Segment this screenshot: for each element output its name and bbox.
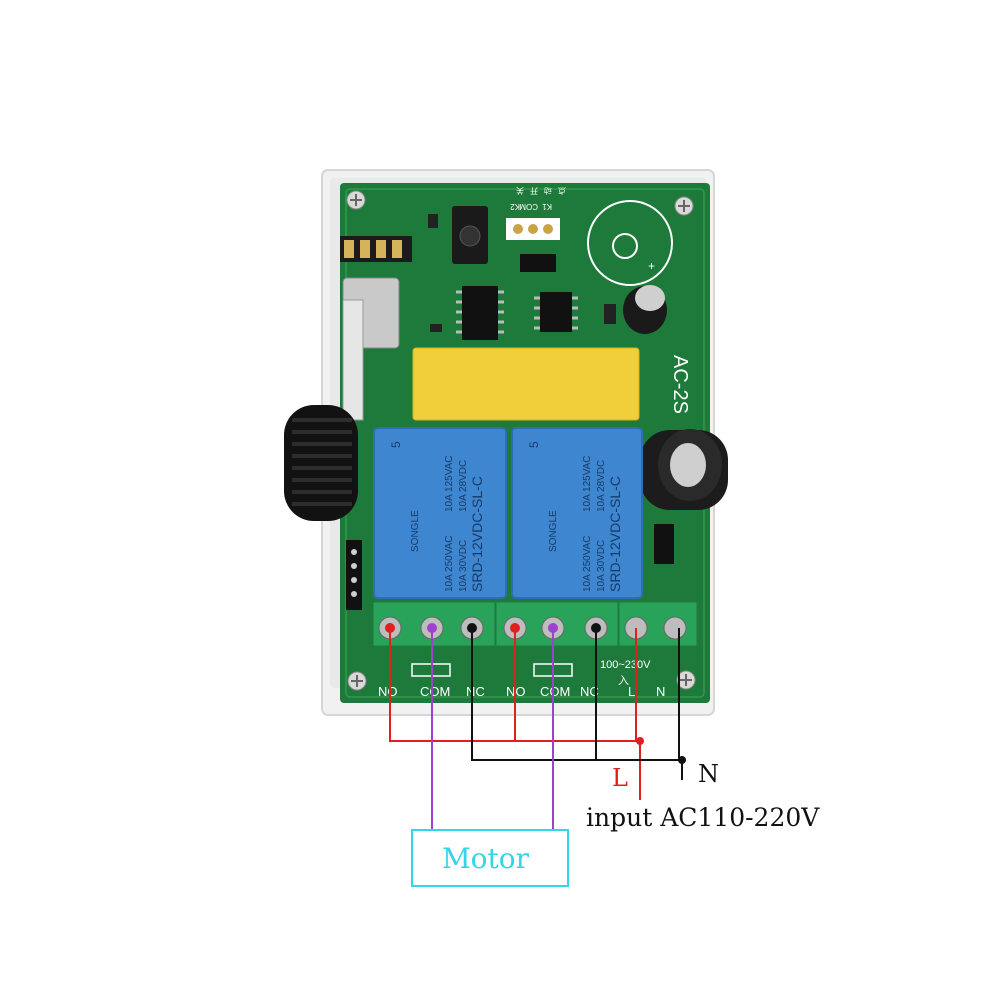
relay-2-model: SRD-12VDC-SL-C [607, 476, 623, 592]
relay-2: SRD-12VDC-SL-C 10A 250VAC 10A 125VAC 10A… [511, 427, 643, 599]
terminal-screw-8 [663, 616, 687, 640]
buzzer-outline: + [587, 200, 673, 286]
live-wire [389, 628, 641, 800]
terminal-label-no-1: NO [378, 684, 398, 699]
screw-top-right-icon [674, 196, 694, 216]
relay-2-rating-2: 10A 125VAC [582, 455, 593, 512]
jumper-top-label-4: 关 [516, 186, 524, 196]
smd-resistor [604, 304, 616, 324]
capacitor-small [623, 285, 667, 334]
wire-label-l: L [612, 764, 628, 792]
relay-1-rating-4: 10A 28VDC [458, 460, 469, 512]
motor-wire [431, 628, 554, 830]
wire-label-n: N [698, 760, 719, 788]
neutral-wire [471, 628, 683, 780]
screw-top-left-icon [346, 190, 366, 210]
relay-1-model: SRD-12VDC-SL-C [469, 476, 485, 592]
input-voltage-label: input AC110-220V [586, 803, 820, 832]
terminal-dot-nc-2 [591, 623, 601, 633]
neutral-junction-dot [678, 756, 686, 764]
jumper-top-label-3: 开 [530, 186, 538, 195]
chip-ic2 [534, 292, 578, 332]
voltage-label: 100~230V [600, 659, 651, 671]
learn-button-icon [452, 206, 488, 264]
terminal-label-com-1: COM [420, 684, 450, 699]
relay-1-rating-1: 10A 250VAC [444, 535, 455, 592]
terminal-dot-no-2 [510, 623, 520, 633]
jumper-top-label-2: 动 [544, 186, 552, 196]
relay-1-rating-3: 10A 30VDC [458, 540, 469, 592]
terminal-labels: NO COM NC NO COM NC L N [378, 684, 665, 699]
relay-2-rating-3: 10A 30VDC [596, 540, 607, 592]
relay-1: SRD-12VDC-SL-C 10A 250VAC 10A 125VAC 10A… [373, 427, 507, 599]
relay-1-rating-2: 10A 125VAC [444, 455, 455, 512]
side-header [346, 540, 362, 610]
terminal-dot-no-1 [385, 623, 395, 633]
jumper-header [340, 236, 412, 262]
terminal-dot-com-2 [548, 623, 558, 633]
smd-transistor [654, 524, 674, 564]
relay-1-brand: SONGLE [410, 510, 421, 552]
chip-ic1 [456, 286, 504, 340]
x2-capacitor [412, 347, 640, 421]
terminal-label-nc-1: NC [466, 684, 485, 699]
terminal-label-l: L [628, 684, 635, 699]
capacitor-large [640, 429, 728, 510]
model-label: AC-2S [669, 355, 691, 414]
live-junction-dot [636, 737, 644, 745]
smd-resistor [430, 324, 442, 332]
mode-jumper-labels: K1 COM K2 点 动 开 关 [510, 186, 566, 211]
smd-resistor [428, 214, 438, 228]
jumper-label-com: COM [519, 202, 538, 211]
antenna-coil [284, 405, 358, 521]
terminal-label-com-2: COM [540, 684, 570, 699]
input-mark: 入 [618, 675, 629, 687]
relay-2-brand: SONGLE [548, 510, 559, 552]
screw-bottom-left-icon [347, 671, 367, 691]
terminal-label-n: N [656, 684, 665, 699]
relay-2-rating-4: 10A 28VDC [596, 460, 607, 512]
jumper-label-k2: K2 [510, 202, 520, 211]
relay-2-rating-1: 10A 250VAC [582, 535, 593, 592]
jumper-label-k1: K1 [542, 202, 552, 211]
rf-shield [342, 299, 364, 421]
mode-jumper [506, 218, 560, 240]
buzzer-plus-mark: + [648, 259, 655, 273]
screw-bottom-right-icon [676, 670, 696, 690]
chip-ic3 [520, 254, 556, 272]
relay-1-pin-mark: 5 [389, 441, 403, 448]
terminal-label-nc-2: NC [580, 684, 599, 699]
terminal-dot-nc-1 [467, 623, 477, 633]
jumper-top-label-1: 点 [558, 186, 566, 195]
motor-label: Motor [442, 842, 530, 875]
motor-box [411, 829, 569, 887]
relay-2-pin-mark: 5 [527, 441, 541, 448]
terminal-dot-com-1 [427, 623, 437, 633]
